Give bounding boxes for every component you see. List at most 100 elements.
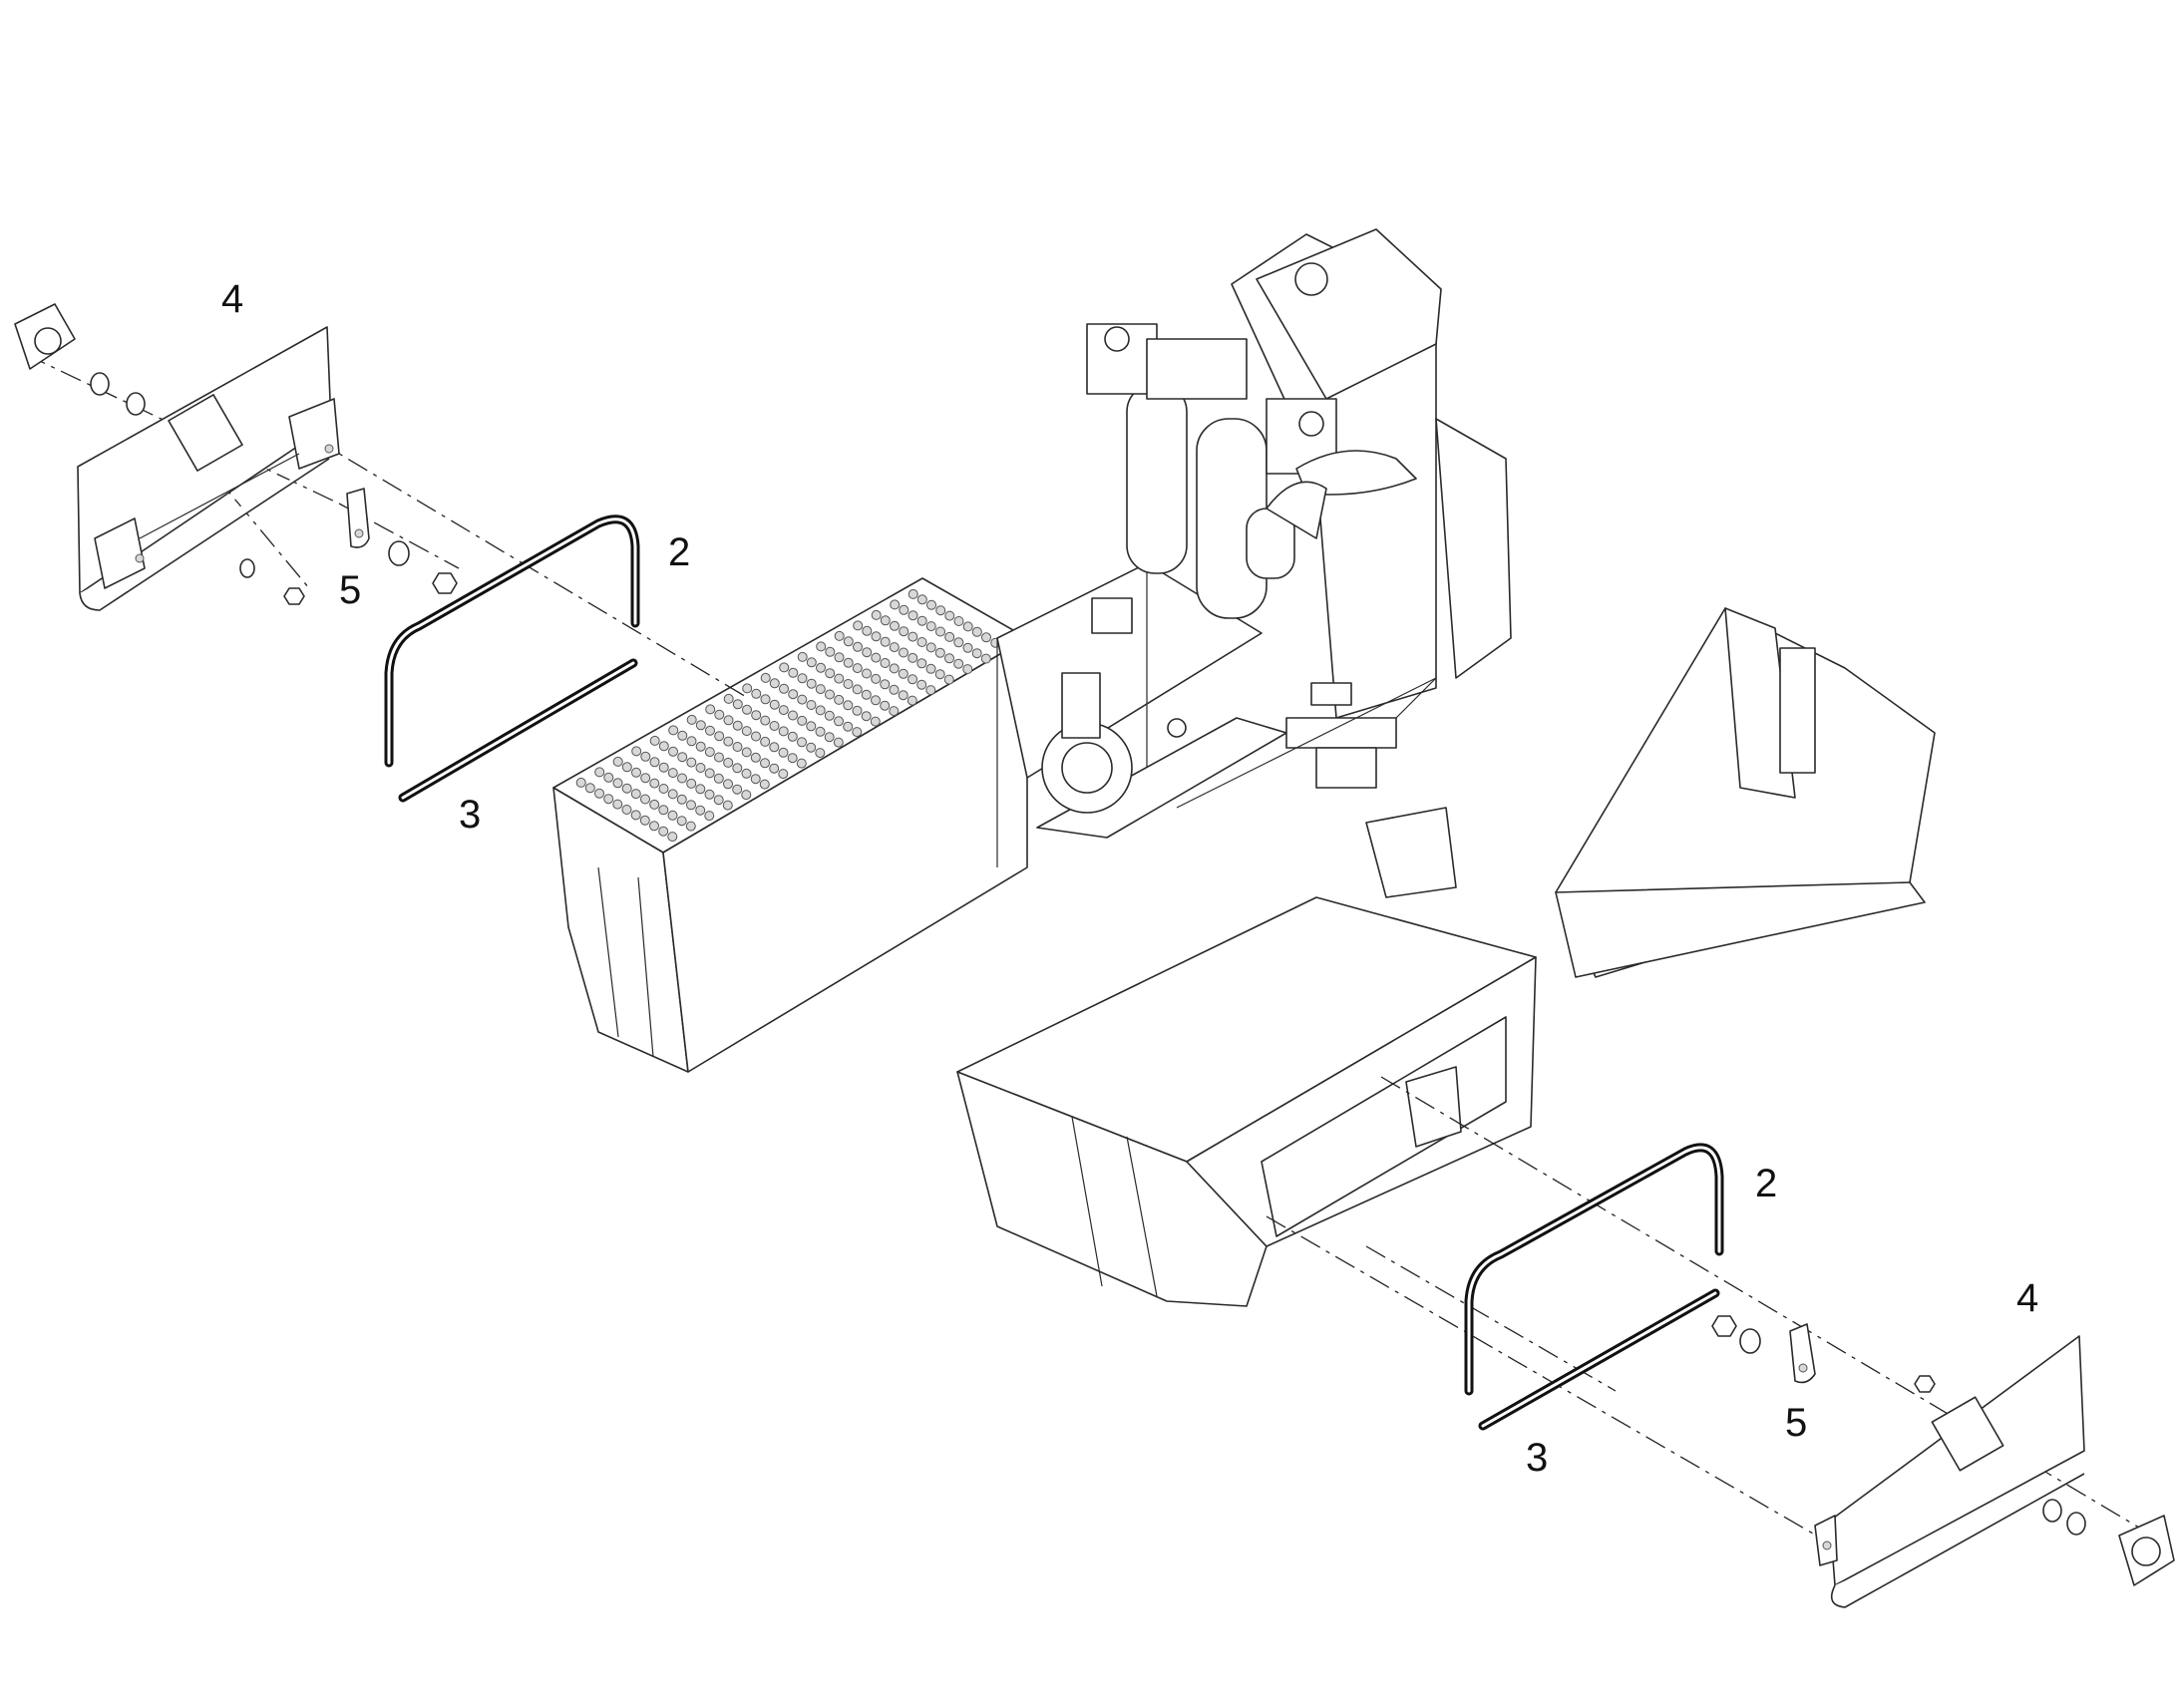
perforation-hole xyxy=(751,688,762,699)
perforation-hole xyxy=(787,731,798,742)
right-seal-frame xyxy=(1464,1143,1724,1396)
perforation-hole xyxy=(714,731,725,742)
perforation-hole xyxy=(631,767,641,778)
perforation-hole xyxy=(750,774,761,785)
perforation-hole xyxy=(732,763,743,774)
perforation-hole xyxy=(769,763,780,774)
callout-right-seal-frame: 2 xyxy=(1755,1162,1777,1205)
perforation-hole xyxy=(704,789,715,800)
perforation-hole xyxy=(695,720,706,731)
perforation-hole xyxy=(943,674,954,685)
hose-fittings xyxy=(1176,677,1437,809)
perforation-hole xyxy=(723,757,734,768)
perforation-hole xyxy=(677,730,688,741)
perforation-hole xyxy=(732,742,743,752)
perforation-hole xyxy=(630,789,641,800)
perforation-hole xyxy=(797,651,808,662)
perforation-hole xyxy=(732,784,743,795)
perforation-hole xyxy=(751,710,762,721)
perforation-hole xyxy=(649,821,659,832)
perforation-hole xyxy=(815,726,826,737)
perforation-hole xyxy=(686,757,697,768)
perforation-hole xyxy=(843,636,854,647)
perforation-hole xyxy=(825,646,836,657)
perforation-hole xyxy=(584,783,595,794)
perforation-hole xyxy=(853,641,863,652)
perforation-hole xyxy=(668,725,679,736)
perforation-hole xyxy=(603,772,614,783)
perforation-hole xyxy=(685,821,696,832)
perforation-hole xyxy=(787,753,798,764)
perforation-hole xyxy=(908,610,918,621)
perforation-hole xyxy=(916,594,927,605)
perforation-hole xyxy=(631,746,642,757)
perforation-hole xyxy=(944,653,954,664)
perforation-hole xyxy=(668,746,678,757)
perforation-hole xyxy=(916,679,927,690)
right-seal-strip xyxy=(1478,1288,1720,1431)
left-latch xyxy=(346,488,370,548)
perforation-hole xyxy=(861,711,872,722)
perforation-hole xyxy=(935,626,945,637)
perforation-hole xyxy=(769,721,780,731)
perforation-hole xyxy=(649,757,660,768)
perforation-hole xyxy=(908,588,918,599)
perforation-hole xyxy=(834,652,845,663)
perforation-hole xyxy=(723,736,734,747)
callout-left-seal-frame: 2 xyxy=(668,530,690,574)
callout-left-latch: 5 xyxy=(339,568,361,612)
perforation-hole xyxy=(594,788,604,799)
perforation-hole xyxy=(769,742,780,753)
perforation-hole xyxy=(843,721,854,732)
perforation-hole xyxy=(953,616,964,626)
perforation-hole xyxy=(621,805,632,815)
perforation-hole xyxy=(853,620,864,631)
perforation-hole xyxy=(934,647,945,658)
perforation-hole xyxy=(871,652,882,663)
left-quarter-turn-fastener xyxy=(14,303,76,370)
perforation-hole xyxy=(695,741,706,752)
perforation-hole xyxy=(980,653,991,664)
perforation-hole xyxy=(797,694,808,705)
perforation-hole xyxy=(871,695,881,706)
left-cover-plate xyxy=(77,326,340,611)
perforation-hole xyxy=(797,737,807,748)
perforation-hole xyxy=(778,705,789,716)
perforation-hole xyxy=(898,668,908,679)
perforation-hole xyxy=(890,620,900,631)
perforation-hole xyxy=(603,794,614,805)
perforation-hole xyxy=(658,784,669,794)
perforation-hole xyxy=(852,684,863,695)
nut-icon xyxy=(432,572,458,594)
perforation-hole xyxy=(898,690,908,701)
perforation-hole xyxy=(723,779,733,790)
perforation-hole xyxy=(871,609,882,620)
perforation-hole xyxy=(714,709,725,720)
perforation-hole xyxy=(677,752,688,763)
right-frame-rail xyxy=(1435,418,1936,978)
perforation-hole xyxy=(880,679,891,690)
perforation-hole xyxy=(750,752,761,763)
perforation-hole xyxy=(704,811,715,822)
perforation-hole xyxy=(916,615,927,626)
perforation-hole xyxy=(871,673,882,684)
perforation-hole xyxy=(621,783,632,794)
perforation-hole xyxy=(824,710,835,721)
perforation-hole xyxy=(843,657,854,668)
perforation-hole xyxy=(649,778,660,789)
perforation-hole xyxy=(889,684,900,695)
washer-icon xyxy=(1739,1328,1761,1354)
perforation-hole xyxy=(722,800,733,811)
perforation-hole xyxy=(833,737,844,748)
callout-right-seal-strip: 3 xyxy=(1526,1436,1548,1480)
perforation-hole xyxy=(825,668,836,679)
perforation-hole xyxy=(862,668,872,679)
perforation-hole xyxy=(639,815,650,826)
perforation-hole xyxy=(806,657,817,668)
perforation-hole xyxy=(788,667,799,678)
perforation-hole xyxy=(742,704,752,715)
perforation-hole xyxy=(741,726,752,737)
right-cover-plate xyxy=(1814,1335,2085,1608)
perforation-hole xyxy=(934,669,945,680)
perforation-hole xyxy=(612,778,623,789)
